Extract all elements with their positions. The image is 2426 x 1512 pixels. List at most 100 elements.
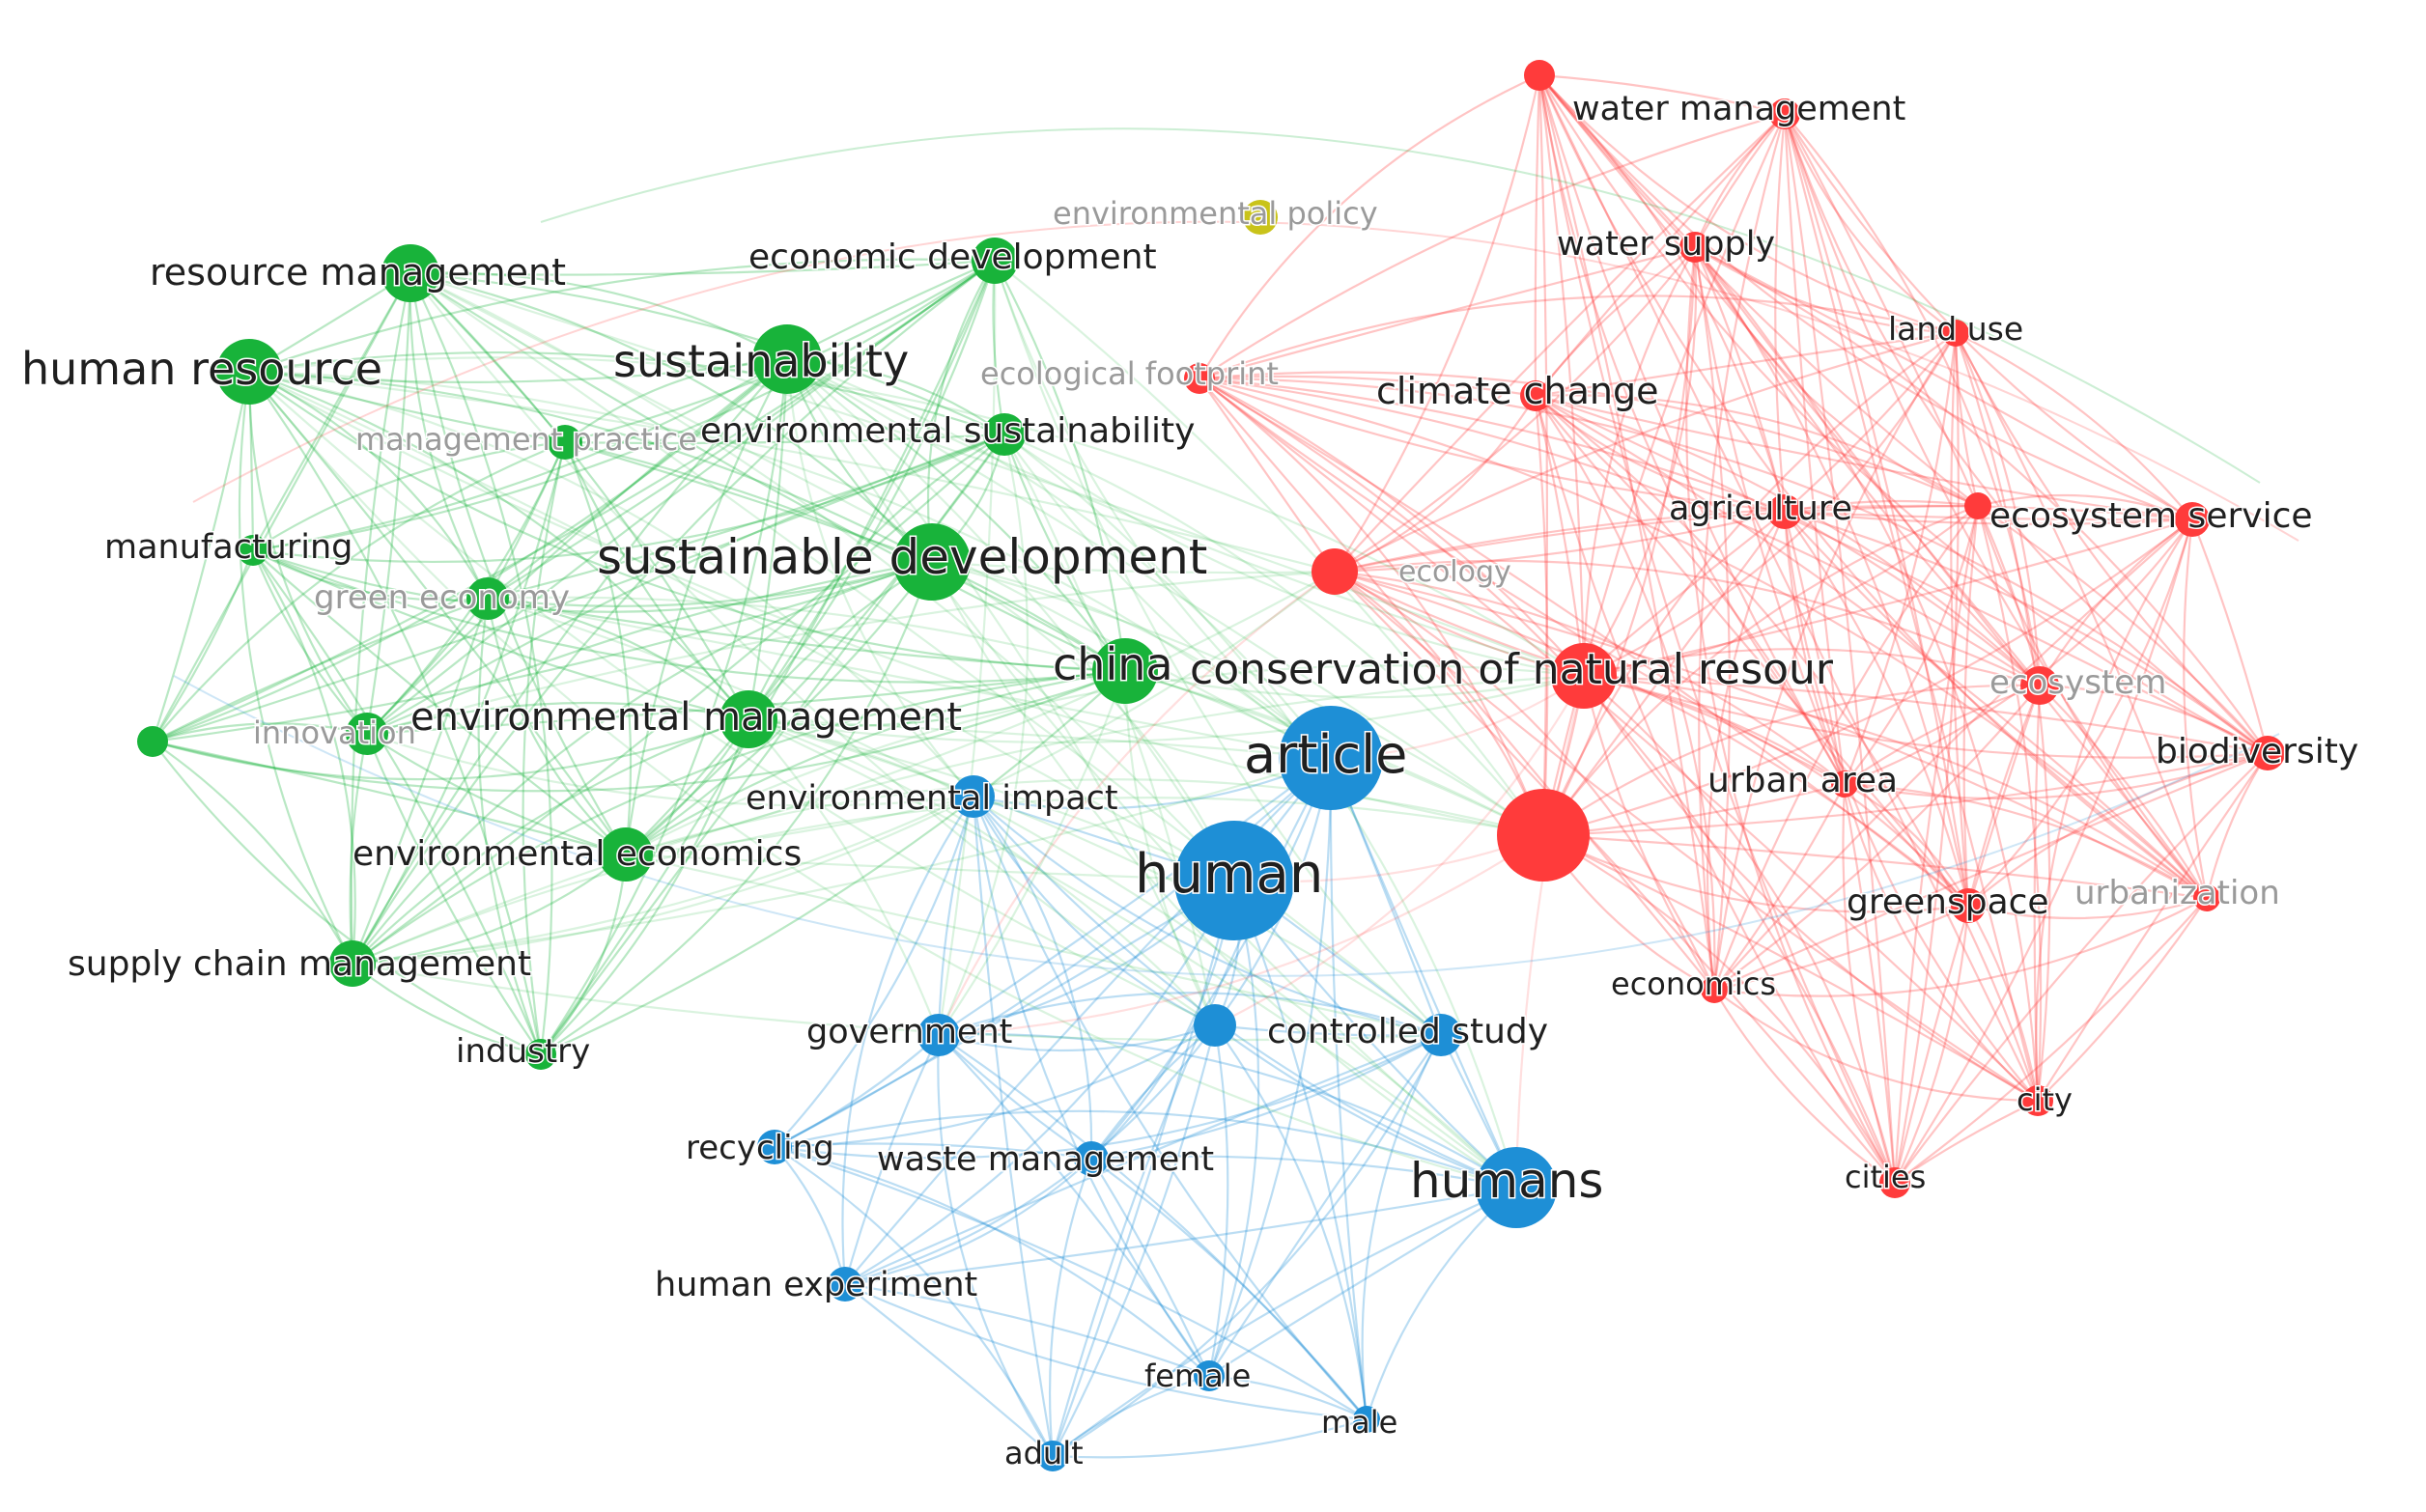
label-agriculture: agriculture xyxy=(1669,490,1852,528)
node-china xyxy=(1092,638,1158,704)
link-red-big-greenspace xyxy=(1542,834,1969,913)
link-land-use-ecosystem-service xyxy=(1955,332,2193,520)
link-management-practice-china xyxy=(564,440,1126,672)
link-red-small-a-urbanization xyxy=(1334,570,2208,899)
link-land-use-climate-change xyxy=(1535,331,1957,398)
link-supply-chain-management-environmental-impact xyxy=(352,796,974,966)
link-human-resource-innovation xyxy=(247,371,368,735)
node-water-supply xyxy=(1679,232,1710,263)
link-water-management-economics xyxy=(1698,113,1787,991)
link-environmental-sustainability-article xyxy=(1003,434,1332,759)
node-ecological-footprint xyxy=(1184,363,1215,394)
node-economic-development xyxy=(972,238,1018,284)
link-biodiversity-urbanization xyxy=(2205,752,2269,899)
link-red-big-government xyxy=(938,834,1544,1037)
link-water-supply-agriculture xyxy=(1693,246,1787,513)
link-management-practice-environmental-management xyxy=(563,441,749,720)
link-human-male xyxy=(1232,880,1368,1420)
link-sustainability-china xyxy=(786,358,1126,672)
link-human-experiment-female xyxy=(844,1282,1210,1378)
link-sustainability-human xyxy=(786,358,1235,882)
label-green-economy: green economy xyxy=(314,578,570,617)
link-sustainable-development-isolated-green xyxy=(152,560,933,743)
link-resource-management-environmental-sustainability xyxy=(409,271,1005,435)
link-environmental-management-supply-chain-management xyxy=(352,717,749,965)
link-article-humans xyxy=(1329,757,1518,1189)
link-red-small-a-water-supply xyxy=(1334,246,1696,573)
link-economic-development-supply-chain-management xyxy=(352,260,996,965)
link-green-economy-environmental-management xyxy=(487,597,749,720)
node-red-big xyxy=(1497,789,1590,882)
node-environmental-management xyxy=(719,690,777,748)
link-water-management-top-ecosystem-service-b xyxy=(1538,74,1979,507)
link-land-use-conservation-of-natural-resources xyxy=(1583,332,1957,677)
link-green-economy-humans xyxy=(487,597,1517,1189)
link-innovation-environmental-economics xyxy=(366,733,627,856)
link-land-use-ecosystem-service-b xyxy=(1954,332,1980,507)
link-human-resource-conservation-of-natural-resources xyxy=(248,356,1585,677)
link-economic-development-government xyxy=(937,260,997,1036)
node-human xyxy=(1174,821,1294,940)
link-human-resource-environmental-economics xyxy=(248,371,627,855)
link-supply-chain-management-red-small-a xyxy=(352,571,1336,966)
node-male xyxy=(1353,1406,1380,1433)
link-innovation-environmental-impact xyxy=(366,732,974,807)
node-recycling xyxy=(757,1130,792,1164)
link-human-female xyxy=(1207,880,1260,1377)
link-climate-change-city xyxy=(1535,395,2040,1102)
link-environmental-economics-controlled-study xyxy=(625,853,1442,1037)
link-climate-change-urban-area xyxy=(1535,395,1846,785)
link-manufacturing-green-economy xyxy=(252,549,489,602)
label-china: china xyxy=(1053,638,1173,690)
label-ecological-footprint: ecological footprint xyxy=(980,355,1279,392)
link-resource-management-human xyxy=(409,272,1235,882)
label-biodiversity: biodiversity xyxy=(2156,732,2358,771)
node-greenspace xyxy=(1951,888,1986,923)
link-water-management-ecosystem-service-b xyxy=(1784,113,1980,507)
node-management-practice xyxy=(548,425,582,460)
link-greenspace-economics xyxy=(1713,904,1969,992)
link-human-experiment-adult xyxy=(844,1283,1054,1457)
link-ecological-footprint-conservation-of-natural-resources xyxy=(1199,378,1585,677)
link-manufacturing-environmental-management xyxy=(252,548,749,721)
link-water-management-top-ecosystem xyxy=(1538,74,2041,686)
label-controlled-study: controlled study xyxy=(1267,1012,1548,1051)
link-agriculture-city xyxy=(1783,511,2039,1102)
link-ecosystem-service-city xyxy=(2035,518,2193,1102)
link-environmental-management-government xyxy=(748,718,941,1036)
link-environmental-sustainability-isolated-green xyxy=(152,433,1005,743)
link-economics-cities xyxy=(1713,989,1896,1184)
link-red-small-a-water-management xyxy=(1334,113,1786,573)
envelope-link-2 xyxy=(540,127,2261,484)
link-manufacturing-china xyxy=(252,548,1126,684)
link-water-management-top-urban-area xyxy=(1537,74,1846,785)
label-waste-management: waste management xyxy=(877,1140,1214,1179)
label-humans: humans xyxy=(1410,1153,1603,1209)
link-ecological-footprint-economics xyxy=(1199,378,1715,991)
link-waste-management-humans xyxy=(1090,1155,1517,1190)
link-water-management-ecosystem xyxy=(1784,113,2042,686)
link-resource-management-environmental-economics xyxy=(409,272,627,855)
link-resource-management-controlled-study xyxy=(409,272,1442,1036)
link-conservation-of-natural-resources-humans xyxy=(1514,675,1586,1189)
link-red-big-city xyxy=(1542,834,2039,1102)
link-government-human-experiment xyxy=(843,1034,940,1285)
node-human-experiment xyxy=(828,1267,862,1302)
link-human-experiment-male xyxy=(844,1282,1368,1421)
link-red-small-a-biodiversity xyxy=(1334,571,2269,759)
node-city xyxy=(2022,1085,2053,1116)
link-controlled-study-human-experiment xyxy=(844,1033,1442,1286)
link-economic-development-manufacturing xyxy=(252,260,996,552)
link-sustainable-development-red-small-a xyxy=(931,560,1336,574)
link-biodiversity-city xyxy=(2037,752,2269,1102)
label-environmental-economics: environmental economics xyxy=(353,834,802,874)
link-water-supply-city xyxy=(1694,246,2040,1102)
link-environmental-economics-environmental-impact xyxy=(625,795,974,856)
link-waste-management-adult xyxy=(1048,1158,1093,1457)
link-red-small-a-ecosystem-service xyxy=(1334,504,2193,574)
link-waste-management-male xyxy=(1090,1158,1368,1420)
label-economic-development: economic development xyxy=(748,238,1157,277)
link-green-economy-industry xyxy=(477,598,543,1055)
link-urban-area-greenspace xyxy=(1844,783,1969,907)
link-urbanization-cities xyxy=(1894,897,2208,1184)
